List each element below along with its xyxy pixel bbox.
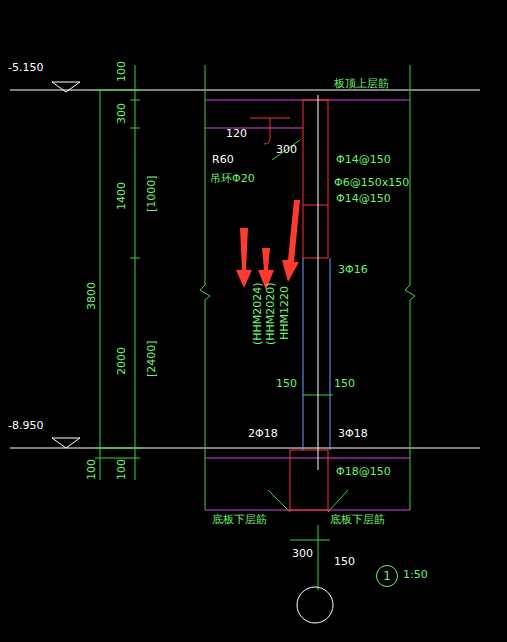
dimension-text: 2000 — [116, 347, 127, 375]
dimension-text: 100 — [116, 459, 127, 480]
annotation-text: 2Φ18 — [248, 428, 278, 439]
dimension-text: [1000] — [146, 175, 157, 212]
annotation-text: 底板下层筋 — [212, 514, 267, 525]
dimension-text: [2400] — [146, 340, 157, 377]
annotation-text: 1:50 — [403, 569, 428, 580]
dimension-text: (HHM2020) — [265, 282, 276, 345]
detail-number: 1 — [383, 569, 391, 583]
annotation-text: 150 — [276, 378, 297, 389]
annotation-text: 底板下层筋 — [330, 514, 385, 525]
dimension-text: 3800 — [86, 282, 97, 310]
dimension-text: 1400 — [116, 182, 127, 210]
annotation-text: R60 — [212, 154, 234, 165]
annotation-text: 吊环Φ20 — [210, 173, 255, 184]
annotation-text: 300 — [292, 548, 313, 559]
annotation-text: 120 — [226, 128, 247, 139]
annotation-text: 150 — [334, 556, 355, 567]
annotation-text: 300 — [276, 144, 297, 155]
detail-number-circle: 1 — [376, 565, 398, 587]
annotation-text: 3Φ18 — [338, 428, 368, 439]
annotation-text: Φ6@150x150 — [334, 177, 409, 188]
annotation-text: Φ14@150 — [336, 193, 391, 204]
dimension-text: (HHM2024) — [252, 282, 263, 345]
dimension-text: 100 — [86, 459, 97, 480]
annotation-text: 板顶上层筋 — [334, 78, 389, 89]
dimension-text: HHM1220 — [279, 286, 290, 340]
annotation-text: 3Φ16 — [338, 264, 368, 275]
annotation-text: -8.950 — [8, 420, 43, 431]
annotation-text: Φ14@150 — [336, 154, 391, 165]
dimension-text: 100 — [116, 61, 127, 82]
annotation-text: Φ18@150 — [336, 466, 391, 477]
dimension-text: 300 — [116, 103, 127, 124]
annotation-text: -5.150 — [8, 62, 43, 73]
annotation-text: 150 — [334, 378, 355, 389]
